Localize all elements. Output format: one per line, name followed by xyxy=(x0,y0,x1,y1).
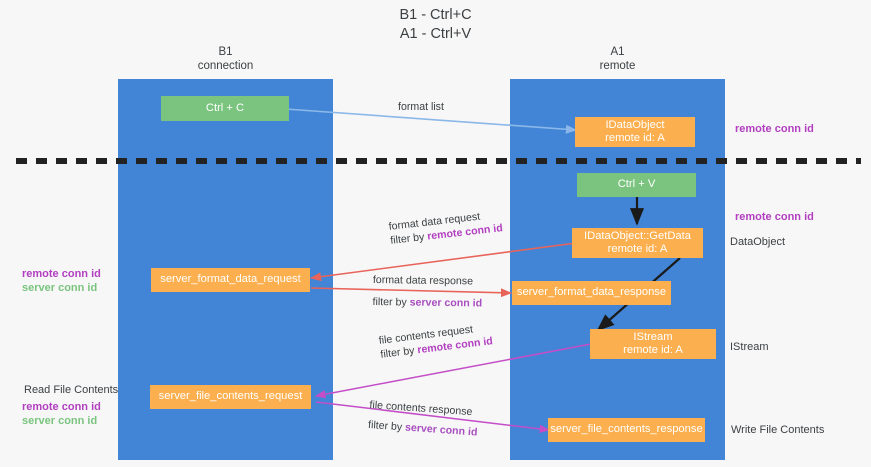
edge-label-format-data-response-group: format data response filter by server co… xyxy=(372,273,483,311)
edge-label-format-list: format list xyxy=(398,101,444,113)
annotation-right-remote-conn-id-mid: remote conn id xyxy=(735,211,814,223)
annotation-server-conn-id: server conn id xyxy=(22,281,98,294)
edge-label-format-data-response-filter: filter by server conn id xyxy=(372,295,483,311)
annotation-dataobject: DataObject xyxy=(730,236,786,248)
edge-label-file-contents-response-group: file contents response filter by server … xyxy=(368,398,480,440)
filter-prefix: filter by xyxy=(379,344,419,361)
annotation-remote-conn-id: remote conn id xyxy=(22,268,101,280)
filter-prefix: filter by xyxy=(367,418,406,434)
column-header-b1: B1 connection xyxy=(197,46,254,72)
filter-key-server-conn-id: server conn id xyxy=(409,296,483,310)
annotation-remote-conn-id: remote conn id xyxy=(22,401,101,413)
annotation-read-file-contents: Read File Contents xyxy=(24,384,119,396)
node-ctrl-v[interactable]: Ctrl + V xyxy=(577,173,696,197)
node-server-format-data-request[interactable]: server_format_data_request xyxy=(151,268,310,292)
edge-label-format-data-request-group: format data request filter by remote con… xyxy=(388,207,503,248)
annotation-left-conn-ids-bottom: remote conn id server conn id xyxy=(22,401,101,428)
node-idataobject-remote[interactable]: IDataObject remote id: A xyxy=(575,117,695,147)
annotation-left-conn-ids-top: remote conn id server conn id xyxy=(22,268,101,295)
edge-label-file-contents-response-filter: filter by server conn id xyxy=(368,418,478,440)
filter-prefix: filter by xyxy=(389,230,428,247)
annotation-write-file-contents: Write File Contents xyxy=(731,424,825,436)
node-server-format-data-response[interactable]: server_format_data_response xyxy=(512,281,671,305)
annotation-server-conn-id: server conn id xyxy=(22,414,98,427)
edge-label-file-contents-request-group: file contents request filter by remote c… xyxy=(378,320,494,362)
node-ctrl-c[interactable]: Ctrl + C xyxy=(161,96,289,121)
node-idataobject-getdata[interactable]: IDataObject::GetData remote id: A xyxy=(572,228,703,258)
edge-label-format-data-response: format data response xyxy=(372,273,474,288)
page-title: B1 - Ctrl+C A1 - Ctrl+V xyxy=(399,7,472,42)
node-istream[interactable]: IStream remote id: A xyxy=(590,329,716,359)
filter-key-server-conn-id: server conn id xyxy=(404,421,478,439)
annotation-right-remote-conn-id-top: remote conn id xyxy=(735,123,814,135)
filter-prefix: filter by xyxy=(372,295,410,309)
node-server-file-contents-response[interactable]: server_file_contents_response xyxy=(548,418,705,442)
edge-label-file-contents-response: file contents response xyxy=(369,398,473,419)
node-server-file-contents-request[interactable]: server_file_contents_request xyxy=(150,385,311,409)
annotation-istream: IStream xyxy=(730,341,769,353)
column-header-a1: A1 remote xyxy=(599,46,636,72)
